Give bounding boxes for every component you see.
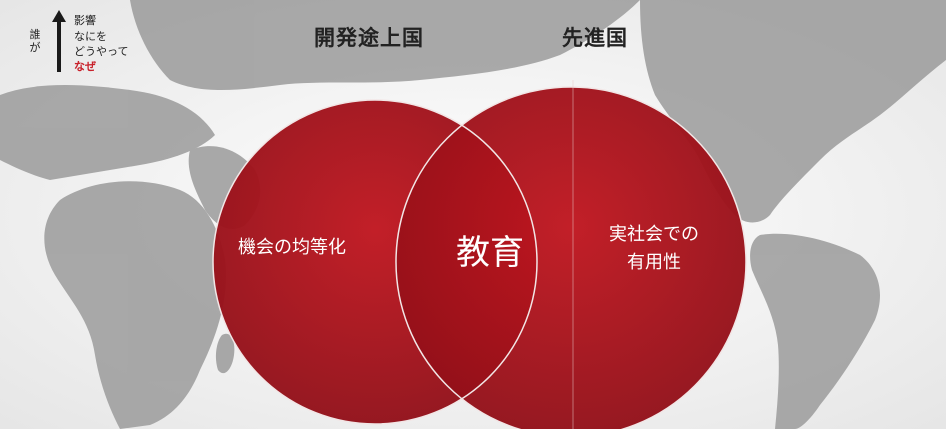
developing-countries-label: 開発途上国: [314, 26, 424, 50]
education-text: 教育: [456, 233, 524, 273]
real-world-usefulness-text: 実社会での 有用性: [609, 221, 699, 277]
south-america-landmass: [750, 233, 880, 429]
real-world-usefulness-line2: 有用性: [627, 252, 681, 273]
developed-countries-label: 先進国: [562, 26, 628, 50]
equal-opportunity-text: 機会の均等化: [238, 237, 346, 258]
venn-circle-right-outline: [395, 86, 747, 429]
madagascar-landmass: [215, 333, 235, 374]
africa-landmass: [44, 181, 226, 429]
axis-item-influence: 影響: [74, 14, 96, 27]
venn-circle-left-outline: [212, 99, 538, 425]
up-arrow-icon: [52, 10, 66, 72]
who-label: 誰が: [29, 28, 41, 54]
asia-landmass: [130, 0, 640, 90]
axis-item-why: なぜ: [74, 60, 96, 73]
real-world-usefulness-line1: 実社会での: [609, 224, 699, 245]
axis-item-how: どうやって: [74, 45, 129, 58]
greenland-landmass: [880, 0, 946, 32]
axis-item-what: なにを: [74, 30, 107, 43]
venn-circle-right: [396, 87, 746, 429]
europe-landmass: [0, 85, 215, 180]
